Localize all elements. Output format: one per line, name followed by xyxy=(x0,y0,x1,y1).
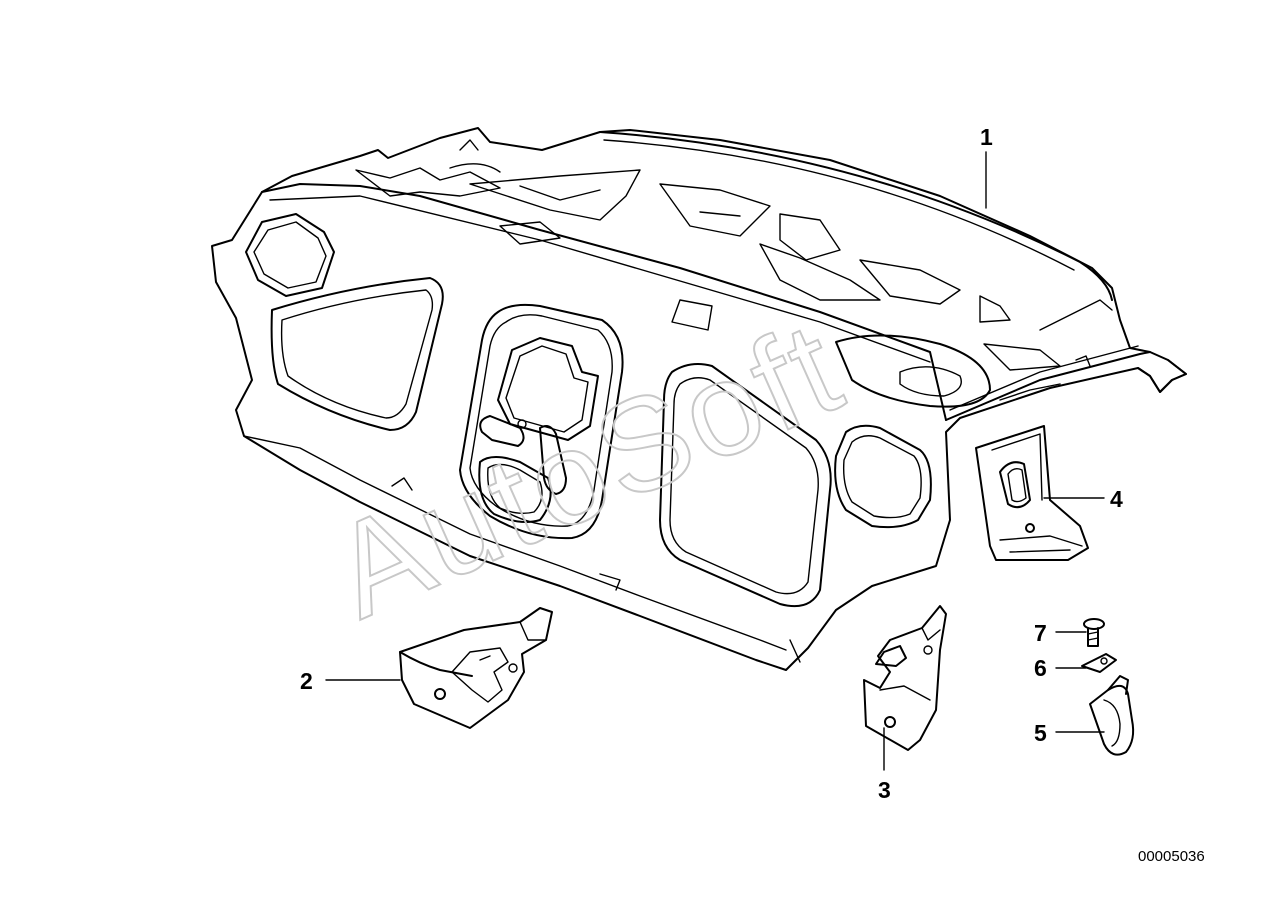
callout-3: 3 xyxy=(878,777,891,803)
callout-4: 4 xyxy=(1110,486,1123,512)
callout-5: 5 xyxy=(1034,720,1047,746)
part-1-parcel-shelf xyxy=(211,127,1187,671)
callout-6: 6 xyxy=(1034,655,1047,681)
part-7-screw xyxy=(1083,618,1105,647)
callout-numbers: 1 2 3 4 5 6 7 xyxy=(300,124,1123,803)
part-5-cable-clamp xyxy=(1089,675,1135,756)
part-6-clip xyxy=(1081,653,1117,673)
callout-2: 2 xyxy=(300,668,313,694)
leader-lines xyxy=(325,151,1105,771)
part-4-side-bracket xyxy=(975,425,1089,561)
callout-7: 7 xyxy=(1034,620,1047,646)
diagram-code: 00005036 xyxy=(1138,848,1205,865)
part-3-center-bracket xyxy=(863,605,947,751)
callout-1: 1 xyxy=(980,124,993,150)
part-2-left-bracket xyxy=(399,607,553,729)
